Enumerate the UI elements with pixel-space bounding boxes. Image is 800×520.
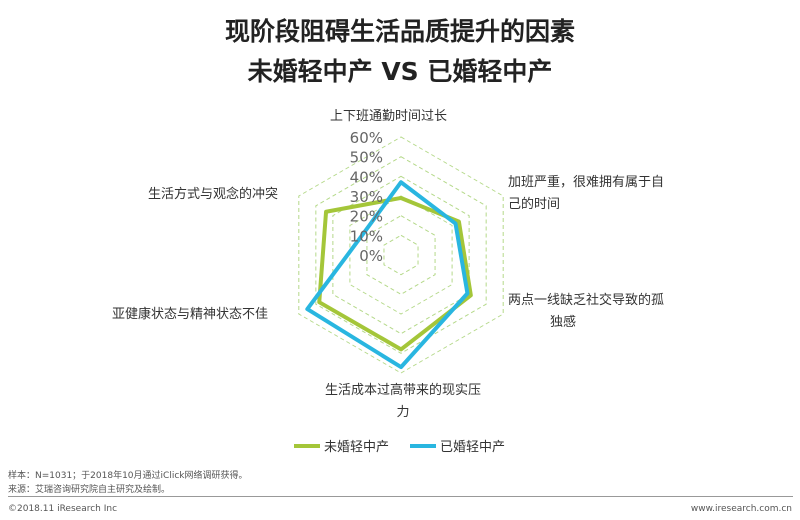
axis-label-line: 力	[396, 405, 410, 420]
axis-label-line: 生活成本过高带来的现实压	[324, 383, 481, 398]
source-note: 来源：艾瑞咨询研究院自主研究及绘制。	[8, 485, 171, 495]
series-line-0	[317, 195, 473, 352]
axis-label-1: 加班严重，很难拥有属于自己的时间	[508, 172, 664, 216]
grid-ring	[315, 156, 487, 354]
axis-label-line: 亚健康状态与精神状态不佳	[112, 307, 269, 322]
sample-note: 样本：N=1031；于2018年10月通过iClick网络调研获得。	[8, 471, 248, 481]
tick-label: 50%	[350, 149, 383, 167]
grid-ring	[383, 234, 419, 276]
axis-label-line: 上下班通勤时间过长	[330, 109, 448, 124]
legend-label: 未婚轻中产	[324, 440, 390, 455]
grid-ring	[332, 175, 470, 335]
grid-ring	[366, 215, 436, 295]
legend-swatch	[410, 443, 436, 448]
footer-divider	[8, 496, 793, 497]
chart-title-line2: 未婚轻中产 VS 已婚轻中产	[247, 57, 553, 86]
copyright: ©2018.11 iResearch Inc	[8, 504, 118, 514]
axis-label-0: 上下班通勤时间过长	[330, 106, 447, 128]
tick-label: 30%	[350, 188, 383, 206]
axis-label-4: 亚健康状态与精神状态不佳	[112, 304, 268, 326]
grid-ring	[349, 195, 453, 315]
axis-label-line: 独感	[550, 315, 577, 330]
legend-label: 已婚轻中产	[440, 440, 506, 455]
axis-label-3: 生活成本过高带来的现实压力	[314, 380, 492, 424]
axis-label-line: 生活方式与观念的冲突	[148, 187, 279, 202]
legend-swatch	[294, 443, 320, 448]
website: www.iresearch.com.cn	[690, 504, 792, 514]
chart-title-line1: 现阶段阻碍生活品质提升的因素	[224, 17, 575, 46]
axis-label-line: 己的时间	[508, 197, 561, 212]
tick-label: 60%	[350, 129, 383, 147]
series-line-1	[305, 180, 470, 370]
legend-item-unmarried: 未婚轻中产	[294, 436, 389, 455]
axis-label-line: 两点一线缺乏社交导致的孤	[508, 293, 665, 308]
tick-label: 20%	[350, 208, 383, 226]
tick-label: 10%	[350, 227, 383, 245]
tick-label: 40%	[350, 168, 383, 186]
grid-ring	[298, 136, 504, 374]
axis-label-2: 两点一线缺乏社交导致的孤独感	[508, 290, 664, 334]
axis-label-5: 生活方式与观念的冲突	[148, 184, 278, 206]
axis-label-line: 加班严重，很难拥有属于自	[508, 175, 665, 190]
legend-item-married: 已婚轻中产	[410, 436, 505, 455]
tick-label: 0%	[359, 247, 383, 265]
